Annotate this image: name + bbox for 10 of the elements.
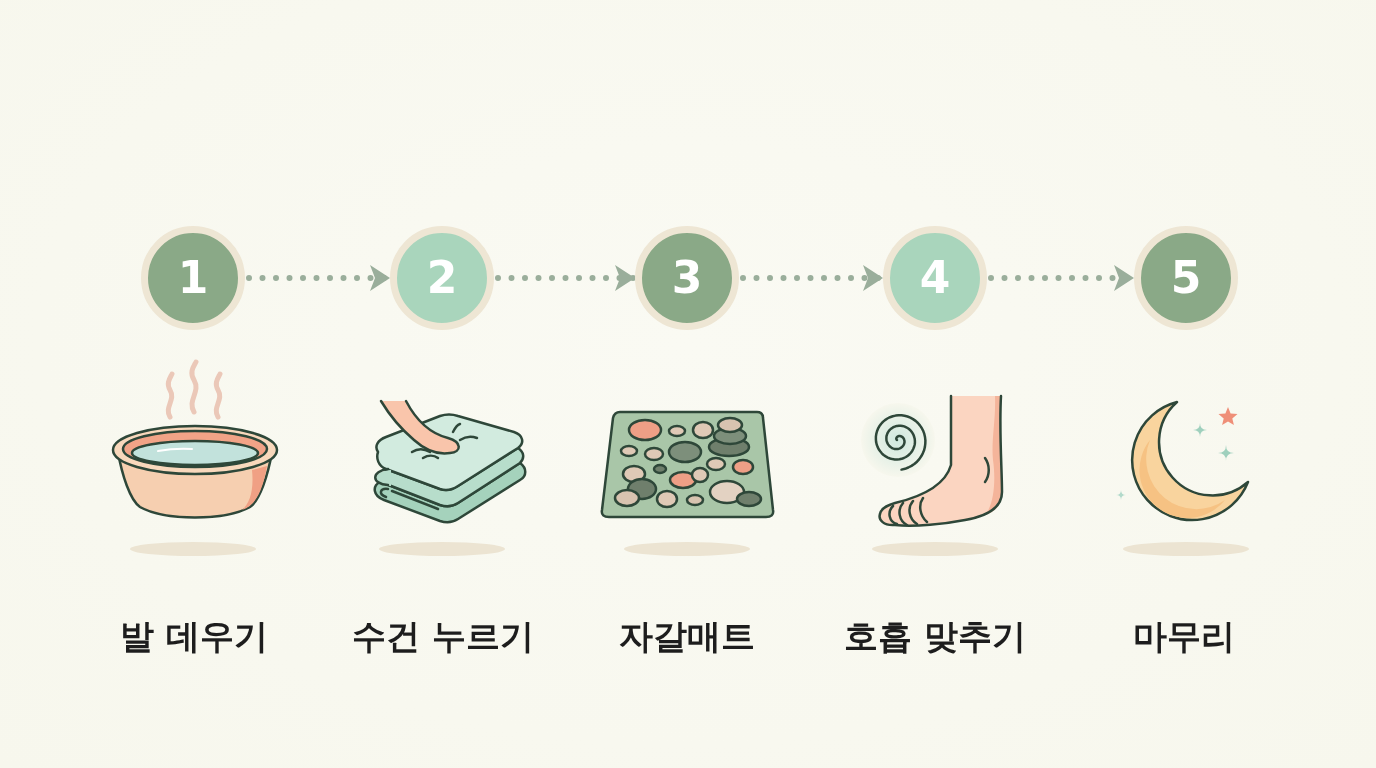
step-number: 4 (919, 254, 951, 302)
step-number: 5 (1170, 254, 1202, 302)
step-label: 자갈매트 (619, 616, 755, 656)
step-label: 발 데우기 (120, 616, 268, 656)
step-number: 1 (177, 254, 209, 302)
step-label: 마무리 (1133, 616, 1235, 656)
step-number: 3 (671, 254, 703, 302)
step-label: 수건 누르기 (352, 616, 534, 656)
step-number: 2 (426, 254, 458, 302)
step-label: 호흡 맞추기 (844, 616, 1026, 656)
